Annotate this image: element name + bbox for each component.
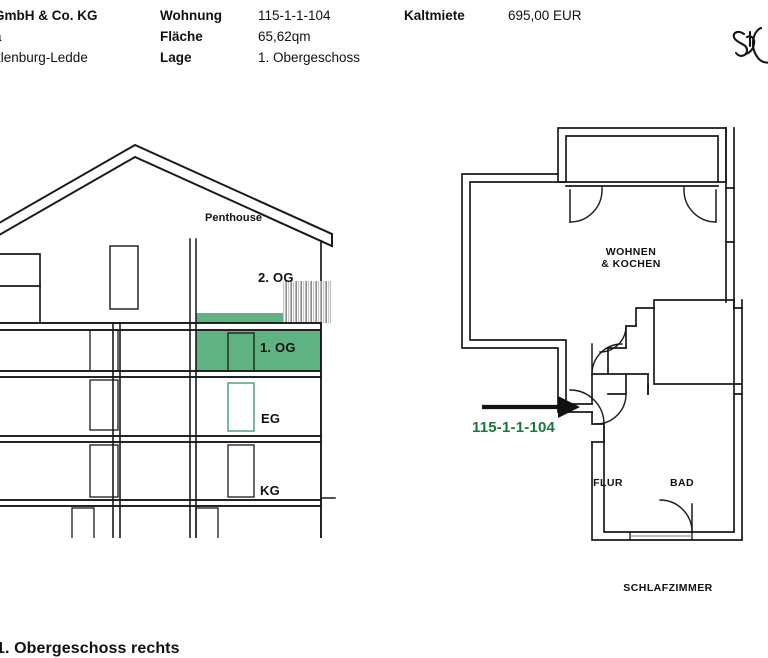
section-caption: 1. Obergeschoss rechts	[0, 640, 180, 657]
building-section-svg	[0, 143, 336, 567]
unit-number-label: 115-1-1-104	[472, 419, 556, 436]
field-label-wohnung: Wohnung	[160, 8, 222, 23]
company-line-1: GmbH & Co. KG	[0, 8, 98, 23]
field-label-kaltmiete: Kaltmiete	[404, 8, 465, 23]
field-value-wohnung: 115-1-1-104	[258, 8, 331, 23]
room-label-wohnen-kochen: WOHNEN & KOCHEN	[576, 246, 686, 270]
building-section-diagram: Penthouse 2. OG 1. OG EG KG 1. Obergesch…	[0, 118, 360, 657]
room-label-line-2: & KOCHEN	[601, 258, 661, 270]
company-block: GmbH & Co. KG a klenburg-Ledde	[0, 5, 98, 68]
field-values: 115-1-1-104 65,62qm 1. Obergeschoss	[258, 5, 360, 68]
floor-label-1og: 1. OG	[260, 340, 296, 355]
company-line-3: klenburg-Ledde	[0, 50, 88, 65]
field-value-lage: 1. Obergeschoss	[258, 50, 361, 65]
field-labels: Wohnung Fläche Lage	[160, 5, 222, 68]
room-label-flur: FLUR	[593, 477, 623, 489]
company-line-2: a	[0, 26, 98, 47]
entry-arrow	[482, 396, 580, 418]
field-label-flaeche: Fläche	[160, 29, 203, 44]
rent-label-block: Kaltmiete	[404, 5, 465, 26]
rent-value-block: 695,00 EUR	[508, 5, 582, 26]
field-label-lage: Lage	[160, 50, 192, 65]
floor-label-kg: KG	[260, 483, 280, 498]
room-label-schlafzimmer: SCHLAFZIMMER	[623, 582, 713, 594]
floor-label-2og: 2. OG	[258, 270, 294, 285]
floor-plan-svg	[461, 127, 743, 541]
floor-label-eg: EG	[261, 411, 281, 426]
apartment-floor-plan: WOHNEN & KOCHEN FLUR BAD SCHLAFZIMMER 11…	[440, 112, 768, 594]
signature	[728, 22, 768, 66]
document-header: GmbH & Co. KG a klenburg-Ledde Wohnung F…	[0, 0, 768, 96]
field-value-flaeche: 65,62qm	[258, 29, 311, 44]
penthouse-label: Penthouse	[205, 212, 263, 224]
room-label-bad: BAD	[669, 477, 695, 489]
field-value-kaltmiete: 695,00 EUR	[508, 8, 582, 23]
room-label-line-1: WOHNEN	[605, 246, 657, 258]
